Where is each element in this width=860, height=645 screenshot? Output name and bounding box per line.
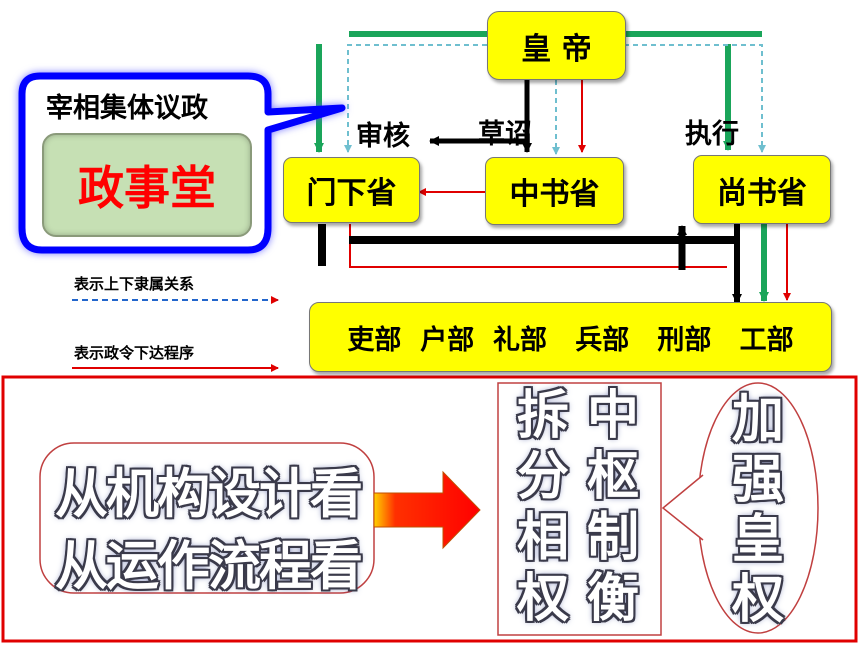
callout-body: 政事堂 bbox=[78, 161, 216, 215]
col1-char-2: 分 bbox=[516, 447, 569, 507]
col2-char-3: 制 bbox=[586, 508, 639, 568]
draft-label: 草诏 bbox=[478, 119, 532, 150]
menxia-label: 门下省 bbox=[306, 176, 397, 211]
ellipse-char-1: 加 bbox=[731, 390, 784, 450]
emperor-label: 皇 帝 bbox=[521, 31, 592, 67]
ministries-box: 吏部 户部 礼部 兵部 刑部 工部 bbox=[309, 302, 832, 372]
callout-body-box: 政事堂 bbox=[42, 133, 252, 237]
column-split-power: 拆 分 相 权 bbox=[513, 386, 573, 630]
zhongshu-box: 中书省 bbox=[485, 157, 624, 225]
col1-char-3: 相 bbox=[516, 508, 569, 568]
ellipse-char-2: 强 bbox=[731, 450, 784, 510]
operation-perspective-text: 从运作流程看 bbox=[55, 536, 363, 597]
col2-char-2: 枢 bbox=[586, 447, 639, 507]
shangshu-box: 尚书省 bbox=[693, 155, 831, 224]
col2-char-4: 衡 bbox=[586, 569, 639, 629]
emperor-box: 皇 帝 bbox=[487, 11, 626, 80]
callout-title: 宰相集体议政 bbox=[46, 93, 208, 124]
ministries-label: 吏部 户部 礼部 兵部 刑部 工部 bbox=[347, 324, 794, 356]
ellipse-char-4: 权 bbox=[731, 570, 784, 630]
legend-red-text: 表示政令下达程序 bbox=[74, 344, 195, 362]
column-strengthen-emperor: 加 强 皇 权 bbox=[727, 390, 789, 630]
col2-char-1: 中 bbox=[586, 386, 639, 446]
execute-label: 执行 bbox=[685, 119, 739, 150]
menxia-box: 门下省 bbox=[283, 157, 420, 223]
design-perspective-text: 从机构设计看 bbox=[55, 464, 363, 525]
zhongshu-label: 中书省 bbox=[509, 177, 600, 212]
shangshu-label: 尚书省 bbox=[717, 175, 807, 211]
review-label: 审核 bbox=[356, 121, 410, 152]
ellipse-pointer bbox=[661, 474, 704, 541]
col1-char-1: 拆 bbox=[516, 386, 569, 446]
col1-char-4: 权 bbox=[516, 569, 569, 629]
column-central-balance: 中 枢 制 衡 bbox=[583, 386, 643, 630]
columns-box bbox=[497, 382, 662, 636]
big-red-arrow bbox=[373, 470, 481, 550]
legend-dashed-text: 表示上下隶属关系 bbox=[74, 275, 195, 293]
dashed-line-shangshu bbox=[624, 44, 766, 153]
dashed-line-menxia bbox=[344, 44, 487, 153]
bottom-frame bbox=[1, 375, 858, 643]
ellipse-char-3: 皇 bbox=[731, 510, 784, 570]
red-line-menxia-shangshu bbox=[349, 224, 727, 268]
